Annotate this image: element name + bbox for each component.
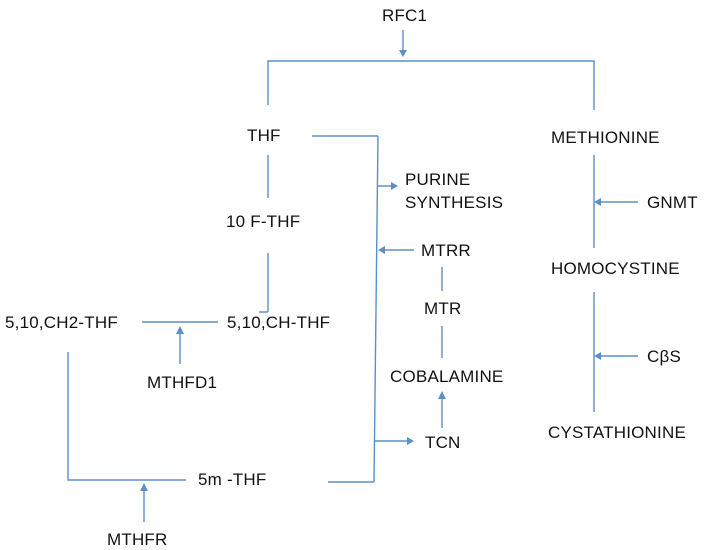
gnmt-arrowhead (594, 198, 601, 206)
node-homocystine: HOMOCYSTINE (551, 259, 680, 278)
cbs-arrowhead (594, 352, 601, 360)
node-10-f-thf: 10 F-THF (226, 212, 301, 231)
rfc1-arrowhead (399, 50, 407, 57)
node-mthfd1: MTHFD1 (147, 373, 218, 392)
node-thf: THF (247, 126, 281, 145)
node-cbs: CβS (647, 347, 681, 366)
purine-arrowhead (391, 182, 398, 190)
mtrr-arrowhead (378, 246, 385, 254)
node-gnmt: GNMT (647, 193, 698, 212)
node-5-10-ch2-thf: 5,10,CH2-THF (5, 313, 118, 332)
node-purine-synthesis: PURINE SYNTHESIS (405, 170, 504, 212)
mthfd1-arrowhead (176, 326, 184, 334)
node-5m-thf: 5m -THF (198, 470, 267, 489)
ch2-to-5mthf-bracket (67, 352, 186, 481)
node-5-10-ch-thf: 5,10,CH-THF (227, 313, 331, 332)
node-methionine: METHIONINE (551, 128, 660, 147)
cobalamine-arrowhead (438, 391, 446, 399)
node-tcn: TCN (425, 433, 461, 452)
node-mthfr: MTHFR (107, 530, 168, 549)
vertical-trunk (373, 135, 379, 483)
node-cobalamine: COBALAMINE (390, 367, 504, 386)
top-bracket (267, 60, 595, 110)
node-rfc1: RFC1 (382, 6, 428, 25)
node-cystathionine: CYSTATHIONINE (548, 423, 686, 442)
node-mtr: MTR (424, 299, 462, 318)
node-mtrr: MTRR (421, 241, 471, 260)
tcn-arrowhead (407, 437, 414, 445)
mthfr-arrowhead (140, 483, 148, 491)
